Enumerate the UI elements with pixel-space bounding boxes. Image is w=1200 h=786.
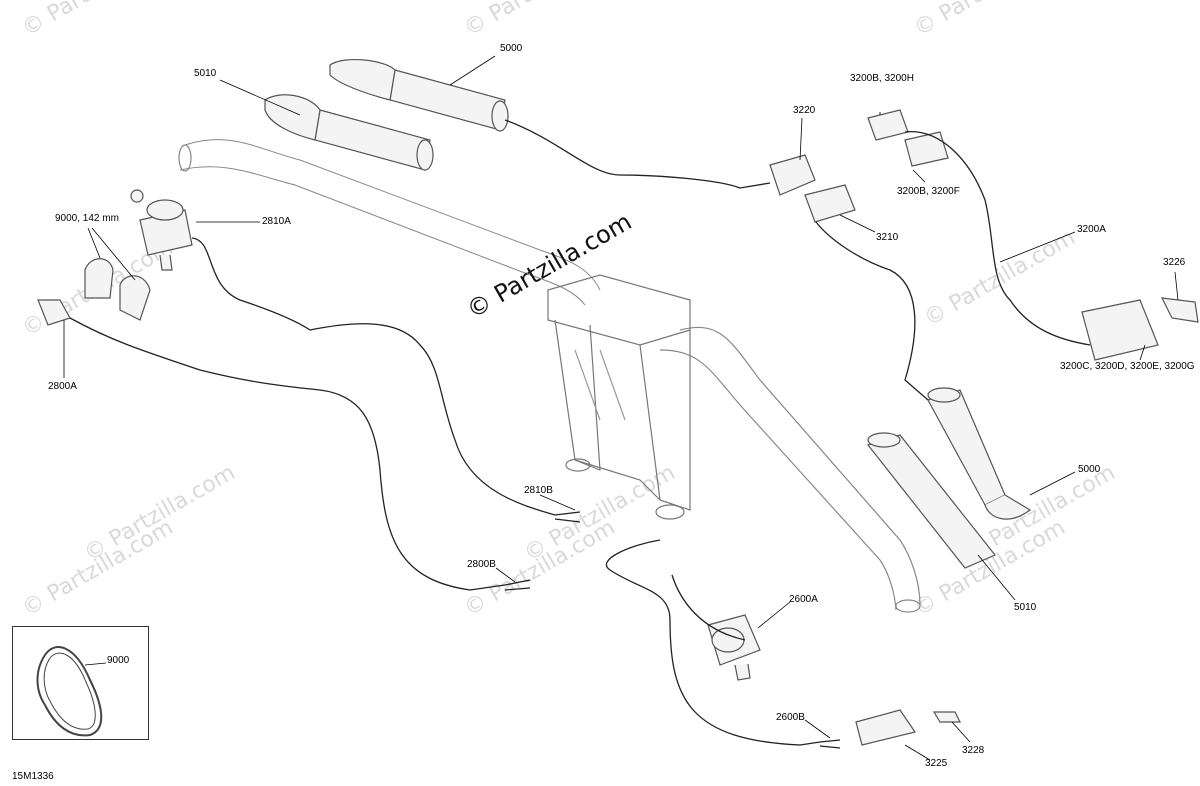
callout-9000-142mm[interactable]: 9000, 142 mm xyxy=(55,213,119,224)
callout-2810a[interactable]: 2810A xyxy=(262,216,291,227)
callout-5000-lower[interactable]: 5000 xyxy=(1078,464,1101,475)
connector-3200c-g xyxy=(1081,299,1159,361)
callout-5010-upper[interactable]: 5010 xyxy=(194,68,217,79)
callout-3226[interactable]: 3226 xyxy=(1163,257,1186,268)
callout-2810b[interactable]: 2810B xyxy=(524,485,553,496)
callout-3200a[interactable]: 3200A xyxy=(1077,224,1106,235)
inset-frame xyxy=(12,626,149,740)
callout-2600a[interactable]: 2600A xyxy=(789,594,818,605)
callout-3200b-3200h[interactable]: 3200B, 3200H xyxy=(850,73,914,84)
thumb-heater-switch xyxy=(130,189,193,271)
drawing-code: 15M1336 xyxy=(12,771,54,782)
handlebar-riser xyxy=(547,274,691,520)
callout-5000-upper[interactable]: 5000 xyxy=(500,43,523,54)
callout-3225[interactable]: 3225 xyxy=(925,758,948,769)
callout-9000-inset[interactable]: 9000 xyxy=(107,655,130,666)
hand-heater-switch xyxy=(707,614,761,681)
callout-3210[interactable]: 3210 xyxy=(876,232,899,243)
leader-lines xyxy=(63,55,1179,761)
callout-2800a[interactable]: 2800A xyxy=(48,381,77,392)
connector-2800a xyxy=(37,299,71,326)
inset-belt xyxy=(36,646,103,737)
connector-3220 xyxy=(769,154,816,196)
right-grip-heater xyxy=(927,387,1032,520)
callout-3220[interactable]: 3220 xyxy=(793,105,816,116)
callout-3200b-3200f[interactable]: 3200B, 3200F xyxy=(897,186,960,197)
callout-3200c-3200g[interactable]: 3200C, 3200D, 3200E, 3200G xyxy=(1060,361,1195,372)
terminal-lock-3226 xyxy=(1160,297,1199,323)
callout-3228[interactable]: 3228 xyxy=(962,745,985,756)
connector-3210 xyxy=(804,184,856,223)
left-grip xyxy=(264,94,434,171)
connector-3200b-h xyxy=(867,109,909,141)
callout-2800b[interactable]: 2800B xyxy=(467,559,496,570)
callout-2600b[interactable]: 2600B xyxy=(776,712,805,723)
wiring xyxy=(69,119,1091,749)
right-grip xyxy=(866,432,996,569)
left-grip-heater xyxy=(329,59,509,132)
connector-3225 xyxy=(855,709,916,746)
connector-3200b-f xyxy=(904,131,949,167)
cable-ties xyxy=(84,258,151,321)
handlebar xyxy=(178,139,921,613)
terminal-lock-3228 xyxy=(932,711,961,723)
callout-5010-lower[interactable]: 5010 xyxy=(1014,602,1037,613)
